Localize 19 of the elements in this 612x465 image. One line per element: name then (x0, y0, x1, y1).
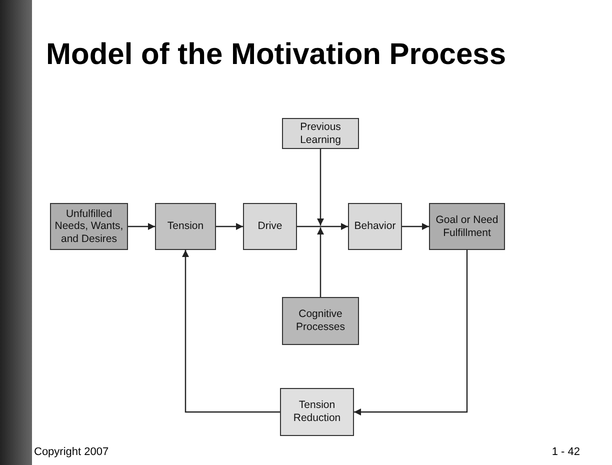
arrow (128, 223, 155, 230)
copyright-note: Copyright 2007 (34, 446, 109, 458)
arrow (216, 223, 243, 230)
process-box: Tension (155, 203, 216, 250)
arrow (317, 228, 324, 297)
process-box: Unfulfilled Needs, Wants, and Desires (50, 203, 128, 250)
page-number: 1 - 42 (552, 446, 580, 458)
process-box: Drive (243, 203, 297, 250)
process-box: Cognitive Processes (282, 297, 359, 345)
process-box: Previous Learning (282, 118, 359, 149)
arrow (317, 149, 324, 226)
process-box: Behavior (348, 203, 402, 250)
arrow (297, 223, 348, 230)
arrow (182, 250, 280, 413)
title: Model of the Motivation Process (46, 38, 506, 72)
process-box: Goal or Need Fulfillment (429, 203, 505, 250)
arrow (354, 250, 468, 416)
process-box: Tension Reduction (280, 388, 354, 436)
arrow (402, 223, 429, 230)
